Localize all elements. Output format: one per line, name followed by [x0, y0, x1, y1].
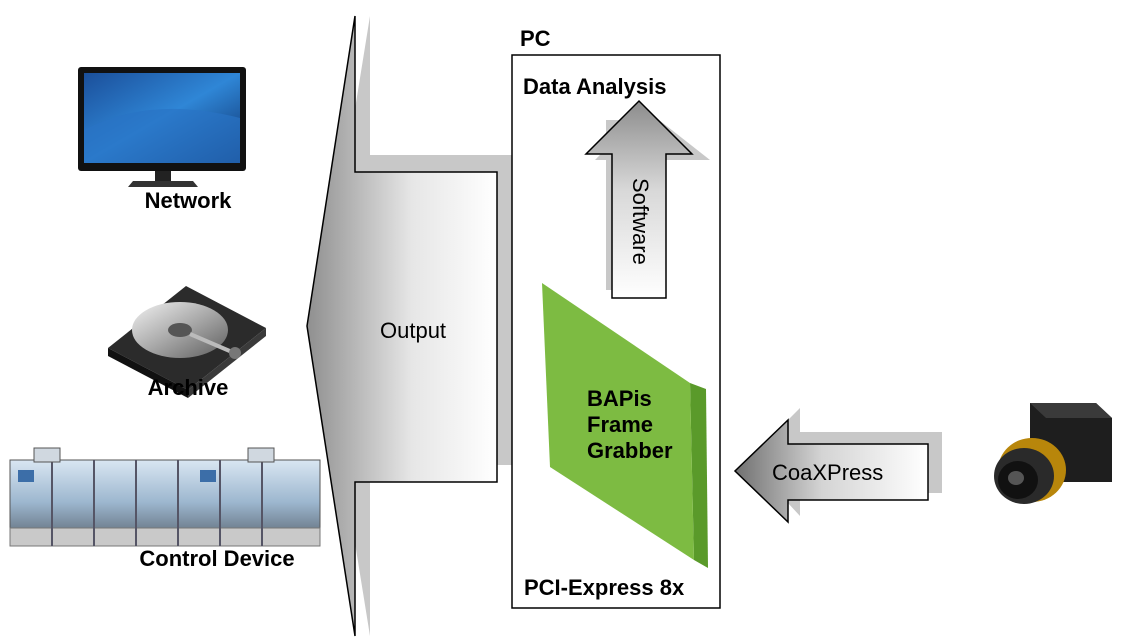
control-device-label: Control Device: [139, 546, 295, 571]
frame-grabber-label: BAPis Frame Grabber: [587, 386, 673, 464]
output-label: Output: [380, 318, 447, 343]
grabber-line-1: BAPis: [587, 386, 652, 411]
software-label: Software: [628, 178, 653, 265]
data-analysis-label: Data Analysis: [523, 74, 667, 99]
frame-grabber-card: [542, 283, 694, 560]
network-label: Network: [144, 188, 232, 213]
archive-label: Archive: [147, 375, 229, 400]
machine-line-icon: [9, 447, 321, 547]
monitor-icon: [78, 67, 246, 187]
input-arrow: [733, 418, 929, 524]
pc-title: PC: [520, 26, 551, 51]
grabber-line-3: Grabber: [587, 438, 673, 463]
camera-icon: [994, 403, 1112, 504]
hard-drive-icon: [108, 286, 266, 398]
output-arrow: [306, 15, 498, 637]
coaxpress-label: CoaXPress: [772, 460, 884, 485]
frame-grabber-side: [690, 383, 708, 568]
software-arrow: [584, 99, 694, 299]
pci-express-label: PCI-Express 8x: [524, 575, 685, 600]
grabber-line-2: Frame: [587, 412, 654, 437]
